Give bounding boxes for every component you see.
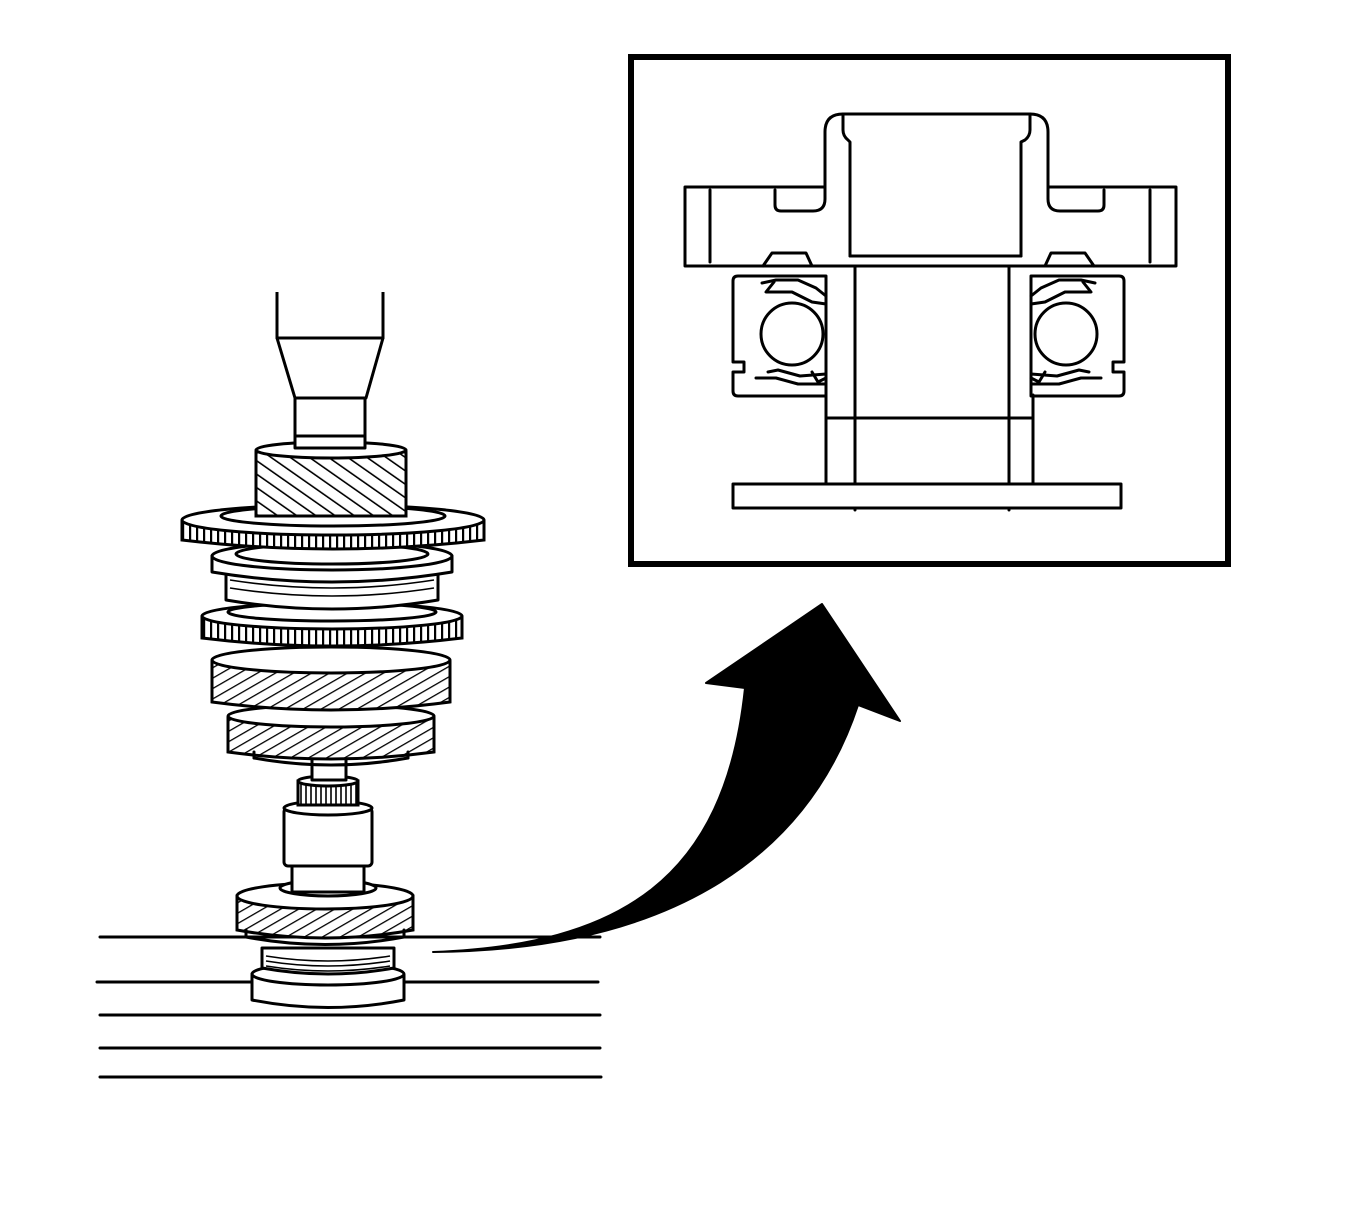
shaft-bore-section (824, 264, 1035, 512)
synchronizer-hub (210, 540, 454, 611)
lower-helical-gear (226, 703, 436, 767)
bottom-bearing-race (250, 946, 406, 1009)
detail-frame (628, 54, 1231, 567)
press-bed-plates (95, 935, 603, 1079)
press-plate-section (731, 482, 1123, 510)
left-ball-bearing (731, 251, 828, 398)
gear-shaft-assembly (180, 434, 486, 1009)
top-helical-drive-gear (254, 434, 408, 518)
gear-hub-section (683, 112, 1178, 268)
middle-helical-gear (210, 645, 452, 712)
bearing-cross-section-detail (628, 54, 1231, 567)
press-ram (275, 292, 385, 446)
lower-shaft (282, 754, 374, 894)
callout-arrow (432, 603, 901, 953)
right-ball-bearing (1029, 251, 1126, 398)
